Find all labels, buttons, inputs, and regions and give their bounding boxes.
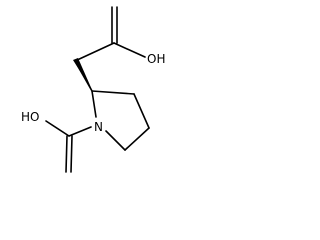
bond-ch2-carboxyl-c [74, 42, 115, 62]
bond-carboxyl-c-oh [113, 42, 146, 58]
stereo-wedge [73, 58, 93, 92]
bond-n-c2 [91, 90, 97, 118]
bond-c3-c4 [133, 93, 150, 129]
nitrogen-label: N [94, 120, 103, 134]
bond-carbamoyl-c-o-double-b [70, 135, 73, 173]
bond-c4-c5 [124, 127, 150, 151]
bond-carbamoyl-c-oh [45, 120, 70, 137]
bond-c2-c3 [91, 90, 135, 95]
bond-n-carbamoyl-c [68, 126, 92, 137]
hydroxyl-label-side-chain: OH [147, 52, 165, 66]
bond-c5-n [105, 130, 126, 151]
molecule-diagram: N OH HO [21, 6, 165, 173]
bond-carbamoyl-c-o-double-a [65, 135, 68, 173]
hydroxyl-label-carbamic: HO [21, 110, 39, 124]
